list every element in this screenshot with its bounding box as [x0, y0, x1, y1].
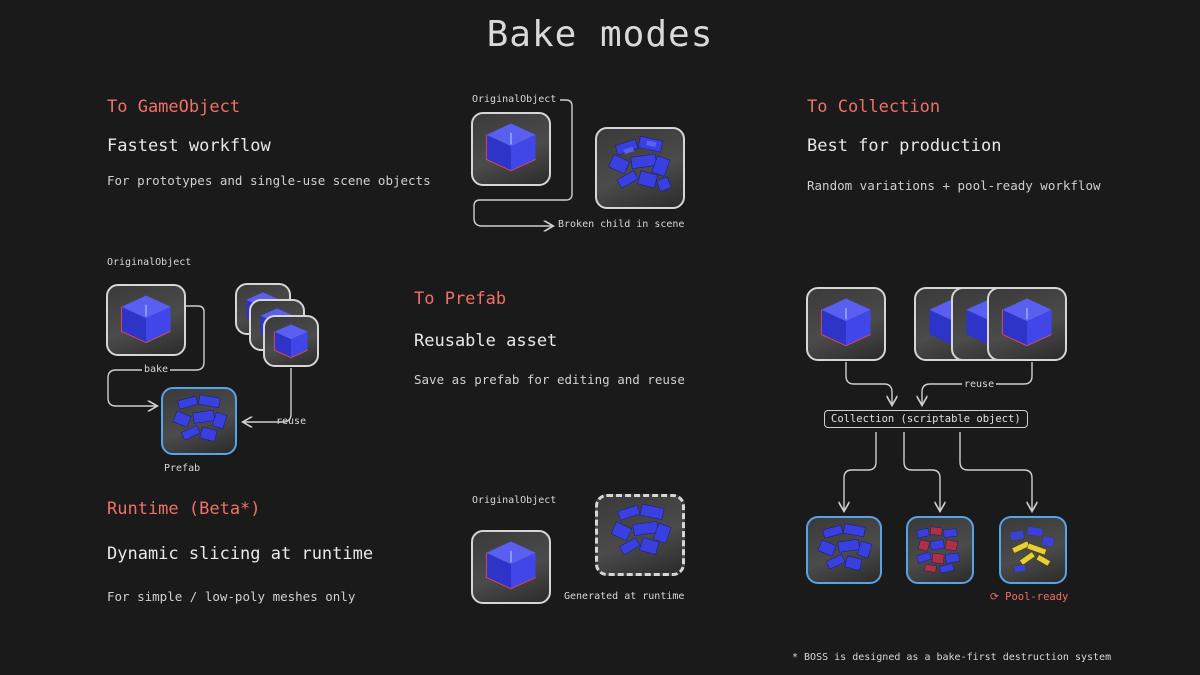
fractured-cube-icon: [610, 503, 672, 556]
gameobject-original-label: OriginalObject: [472, 94, 560, 105]
prefab-description: Save as prefab for editing and reuse: [414, 372, 685, 387]
gameobject-broken-thumbnail: [595, 127, 685, 209]
cube-icon: [273, 324, 308, 359]
collection-variant-thumbnail: [806, 516, 882, 584]
prefab-asset-thumbnail: [161, 387, 237, 455]
runtime-original-label: OriginalObject: [472, 495, 557, 506]
runtime-description: For simple / low-poly meshes only: [107, 589, 356, 604]
gameobject-original-thumbnail: [471, 112, 551, 186]
prefab-heading: To Prefab: [414, 289, 507, 309]
refresh-icon: ⟳: [990, 591, 999, 603]
runtime-generated-label: Generated at runtime: [564, 591, 685, 602]
fractured-cube-icon: [916, 526, 960, 574]
collection-reuse-label: reuse: [962, 379, 997, 390]
gameobject-result-label: Broken child in scene: [558, 219, 685, 230]
collection-subheading: Best for production: [807, 136, 1002, 156]
prefab-instance-thumbnail: [263, 315, 319, 367]
collection-box: Collection (scriptable object): [824, 410, 1028, 428]
collection-variant-thumbnail: [906, 516, 974, 584]
runtime-generated-thumbnail: [595, 494, 685, 576]
fractured-cube-icon: [172, 394, 228, 442]
prefab-original-label: OriginalObject: [107, 257, 192, 268]
prefab-original-thumbnail: [106, 284, 186, 356]
runtime-heading: Runtime (Beta*): [107, 499, 261, 519]
fractured-cube-icon: [817, 523, 873, 571]
prefab-reuse-label: reuse: [276, 416, 307, 427]
collection-description: Random variations + pool-ready workflow: [807, 178, 1101, 193]
collection-copy-thumbnail: [987, 287, 1067, 361]
runtime-original-thumbnail: [471, 530, 551, 604]
collection-heading: To Collection: [807, 97, 941, 117]
page-title: Bake modes: [486, 14, 714, 55]
collection-variant-thumbnail: [999, 516, 1067, 584]
collection-original-thumbnail: [806, 287, 886, 361]
gameobject-heading: To GameObject: [107, 97, 241, 117]
cube-icon: [485, 541, 536, 590]
gameobject-subheading: Fastest workflow: [107, 136, 271, 156]
pool-ready-indicator: ⟳ Pool-ready: [990, 591, 1068, 603]
cube-icon: [120, 295, 171, 344]
gameobject-description: For prototypes and single-use scene obje…: [107, 173, 431, 188]
cube-icon: [820, 298, 871, 347]
runtime-subheading: Dynamic slicing at runtime: [107, 544, 374, 564]
footnote: * BOSS is designed as a bake-first destr…: [792, 652, 1112, 663]
cube-icon: [485, 123, 536, 172]
fractured-cube-icon: [1009, 526, 1056, 573]
prefab-bake-label: bake: [142, 364, 171, 375]
pool-ready-label: Pool-ready: [1005, 591, 1069, 603]
prefab-label: Prefab: [164, 463, 201, 474]
fractured-cube-icon: [608, 135, 672, 192]
prefab-subheading: Reusable asset: [414, 331, 558, 351]
cube-icon: [1001, 298, 1052, 347]
